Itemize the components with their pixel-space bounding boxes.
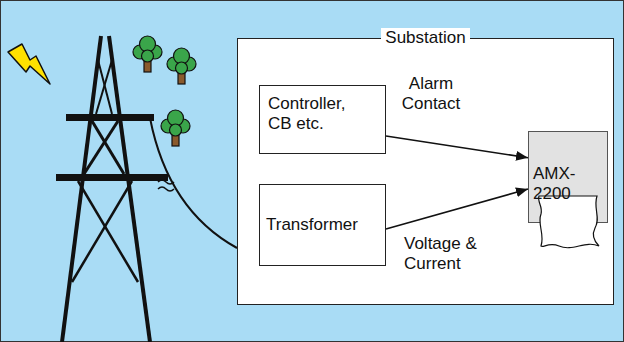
tree <box>167 48 196 84</box>
signal-arrow <box>386 189 528 229</box>
box-label: Transformer <box>266 215 358 235</box>
substation-fill <box>237 38 614 305</box>
region-heading: Substation <box>381 28 469 48</box>
signal-label: Voltage & Current <box>404 234 496 275</box>
power-line <box>150 118 237 248</box>
transmission-tower <box>56 36 168 342</box>
equipment-box: Controller, CB etc. <box>259 85 386 154</box>
edge-label-holder: Voltage & Current <box>404 234 496 275</box>
tree <box>133 36 162 72</box>
signal-arrow <box>386 136 528 158</box>
box-label: Controller, CB etc. <box>268 94 368 135</box>
break-mark <box>158 180 174 191</box>
lightning-bolt <box>8 44 50 84</box>
transformer-box: Transformer <box>259 184 386 266</box>
box-label: AMX-2200 <box>533 164 603 205</box>
paper-sheet <box>539 196 599 248</box>
edge-label-holder: Alarm Contact <box>392 74 470 115</box>
recorder-box: AMX-2200 <box>528 131 608 223</box>
tree <box>161 110 190 146</box>
heading-holder: Substation <box>238 28 613 48</box>
signal-label: Alarm Contact <box>392 74 470 115</box>
